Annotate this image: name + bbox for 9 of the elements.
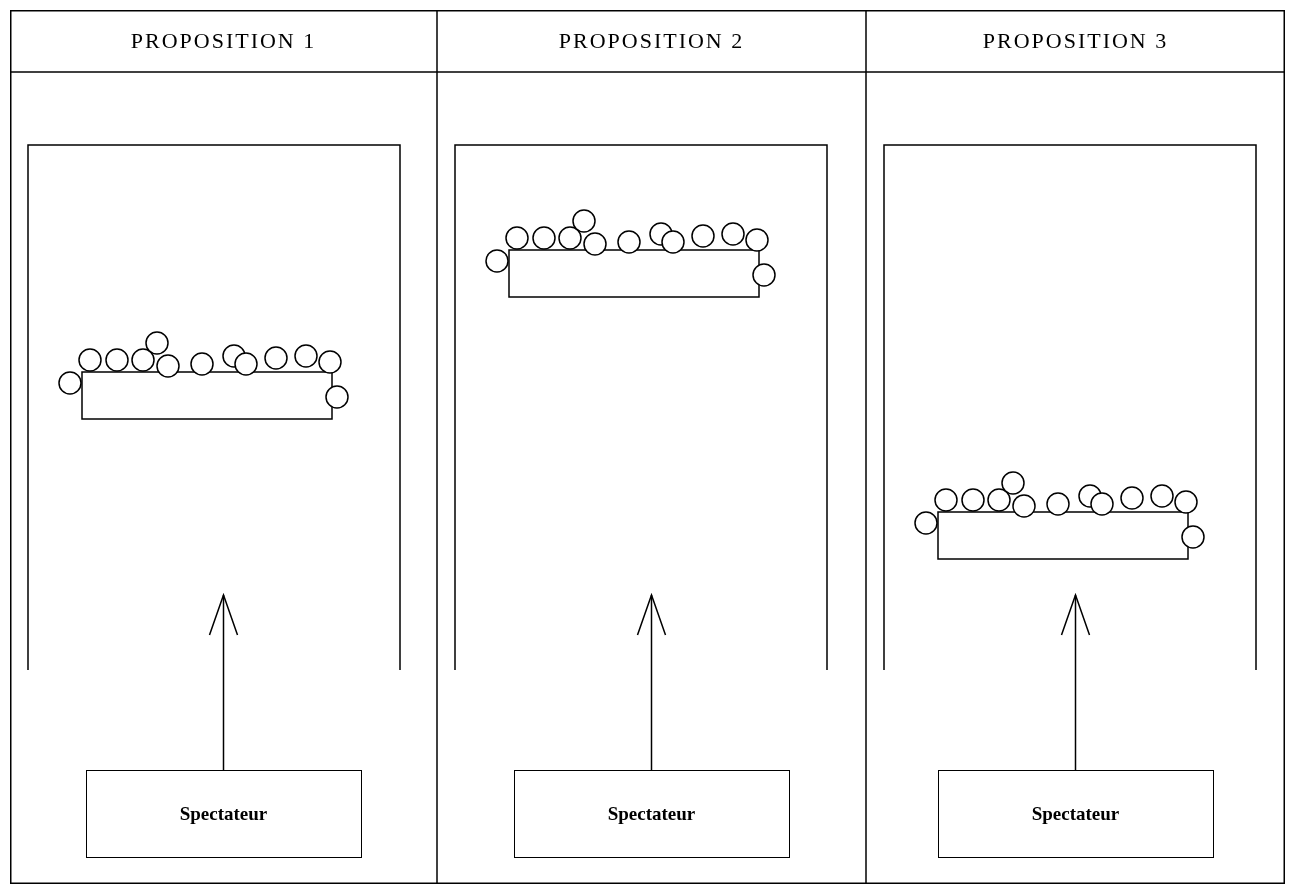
arrow [208, 594, 239, 771]
column-heading: PROPOSITION 1 [130, 28, 317, 54]
arrow [1060, 594, 1091, 771]
column-heading: PROPOSITION 3 [982, 28, 1169, 54]
spectator-box: Spectateur [513, 770, 790, 858]
spectator-box: Spectateur [85, 770, 362, 858]
spectator-box: Spectateur [937, 770, 1214, 858]
arrow [636, 594, 667, 771]
column-heading: PROPOSITION 2 [558, 28, 745, 54]
